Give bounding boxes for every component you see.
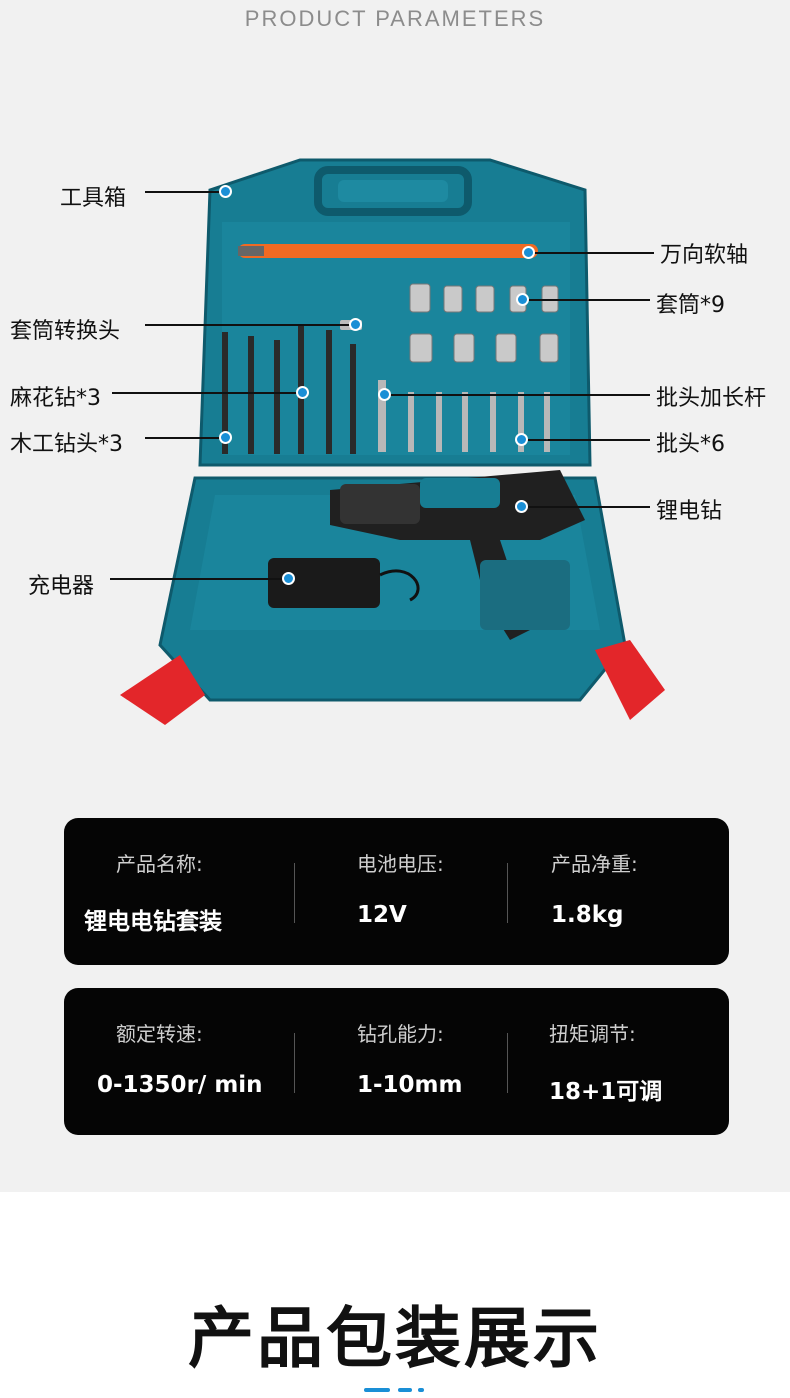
callout-flex-shaft: 万向软轴 [660,243,749,268]
spec-label: 钻孔能力: [357,1022,444,1046]
section-header: PRODUCT PARAMETERS [244,6,546,31]
callout-bits: 批头*6 [656,432,725,457]
charger [268,558,420,608]
leader-line [110,578,288,580]
spec-card: 产品名称: 锂电电钻套装 电池电压: 12V 产品净重: 1.8kg [64,818,729,965]
callout-dot [219,431,232,444]
callout-dot [219,185,232,198]
spec-label: 电池电压: [357,852,444,876]
title-decoration [364,1388,390,1392]
callout-dot [515,433,528,446]
packaging-section [0,1192,790,1398]
packaging-title: 产品包装展示 [188,1300,602,1377]
spec-label: 额定转速: [116,1022,203,1046]
title-decoration [398,1388,412,1392]
spec-value: 锂电电钻套装 [84,909,222,935]
leader-line [145,191,225,193]
callout-dot [516,293,529,306]
callout-dot [515,500,528,513]
callout-dot [522,246,535,259]
screwdriver-bits [378,380,550,452]
spec-label: 产品净重: [551,852,638,876]
leader-line [112,392,302,394]
spec-value: 1-10mm [357,1072,463,1098]
callout-sockets: 套筒*9 [656,293,725,318]
callout-bit-extension: 批头加长杆 [656,386,767,411]
spec-value: 12V [357,902,407,928]
spec-label: 扭矩调节: [549,1022,636,1046]
callout-socket-adapter: 套筒转换头 [10,319,121,344]
leader-line [528,252,654,254]
spec-card: 额定转速: 0-1350r/ min 钻孔能力: 1-10mm 扭矩调节: 18… [64,988,729,1135]
title-decoration [418,1388,424,1392]
spec-value: 0-1350r/ min [97,1072,263,1098]
callout-drill: 锂电钻 [656,499,723,524]
leader-line [145,324,355,326]
latch-left [120,655,205,725]
callout-charger: 充电器 [28,574,95,599]
callout-dot [349,318,362,331]
spec-value: 18+1可调 [549,1079,663,1105]
leader-line [522,299,650,301]
callout-dot [282,572,295,585]
leader-line [521,439,650,441]
spec-label: 产品名称: [116,852,203,876]
callout-toolbox: 工具箱 [60,186,127,211]
leader-line [521,506,650,508]
leader-line [145,437,225,439]
toolbox-image [120,158,665,725]
callout-twist-drill: 麻花钻*3 [10,386,101,411]
callout-dot [296,386,309,399]
callout-wood-drill: 木工钻头*3 [10,432,123,457]
latch-right [595,640,665,720]
case-handle [314,166,472,216]
spec-value: 1.8kg [551,902,624,928]
flex-shaft [238,244,538,258]
leader-line [384,394,650,396]
divider [507,1033,508,1093]
divider [507,863,508,923]
divider [294,1033,295,1093]
divider [294,863,295,923]
callout-dot [378,388,391,401]
